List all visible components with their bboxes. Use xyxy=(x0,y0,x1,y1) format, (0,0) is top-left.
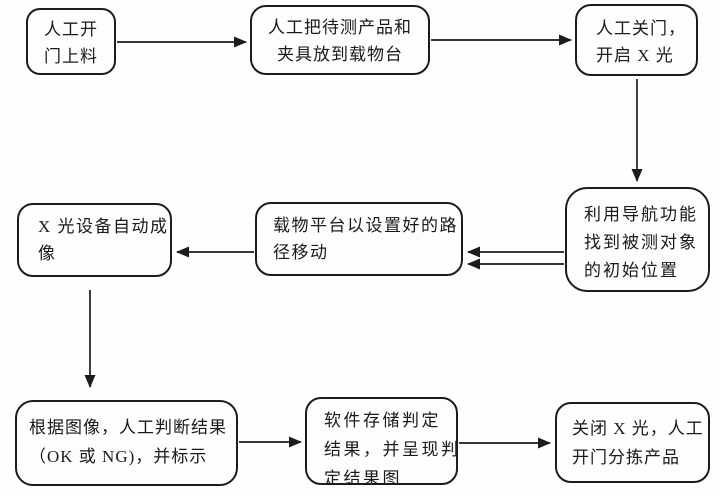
node-text-line: 利用导航功能 xyxy=(584,205,698,224)
node-close-xray-sort: 关闭 X 光，人工 开门分拣产品 xyxy=(555,402,710,483)
node-navigate-initial-position: 利用导航功能 找到被测对象 的初始位置 xyxy=(565,187,710,292)
node-text-line: 像 xyxy=(38,244,57,263)
node-text-line: 开门分拣产品 xyxy=(572,448,680,467)
node-text-line: 找到被测对象 xyxy=(584,233,698,252)
node-xray-imaging: X 光设备自动成 像 xyxy=(17,203,172,277)
node-text-line: 门上料 xyxy=(44,47,98,66)
node-text-line: 的初始位置 xyxy=(584,261,679,280)
node-text-line: 结果，并呈现判 xyxy=(324,440,458,459)
node-text-line: （OK 或 NG)，并标示 xyxy=(29,447,208,466)
node-text-line: 径移动 xyxy=(273,243,329,262)
node-judge-result: 根据图像，人工判断结果 （OK 或 NG)，并标示 xyxy=(15,400,238,486)
node-text-line: 人工把待测产品和 xyxy=(268,18,412,37)
node-text-line: 定结果图 xyxy=(324,469,402,485)
node-place-product: 人工把待测产品和 夹具放到载物台 xyxy=(250,5,430,75)
node-text-line: 夹具放到载物台 xyxy=(277,45,403,64)
node-manual-load: 人工开 门上料 xyxy=(26,8,116,75)
node-text-line: 软件存储判定 xyxy=(324,411,441,430)
node-text-line: 开启 X 光 xyxy=(596,46,674,65)
node-platform-move: 载物平台以设置好的路 径移动 xyxy=(255,202,463,276)
node-text-line: 关闭 X 光，人工 xyxy=(572,419,704,438)
node-close-door-xray-on: 人工关门， 开启 X 光 xyxy=(575,4,698,76)
node-text-line: 载物平台以设置好的路 xyxy=(273,216,458,235)
node-text-line: 人工关门， xyxy=(596,19,686,38)
node-text-line: 人工开 xyxy=(44,20,98,39)
node-text-line: 根据图像，人工判断结果 xyxy=(29,418,227,437)
node-text-line: X 光设备自动成 xyxy=(38,217,169,236)
node-store-result: 软件存储判定 结果，并呈现判 定结果图 xyxy=(305,397,458,485)
